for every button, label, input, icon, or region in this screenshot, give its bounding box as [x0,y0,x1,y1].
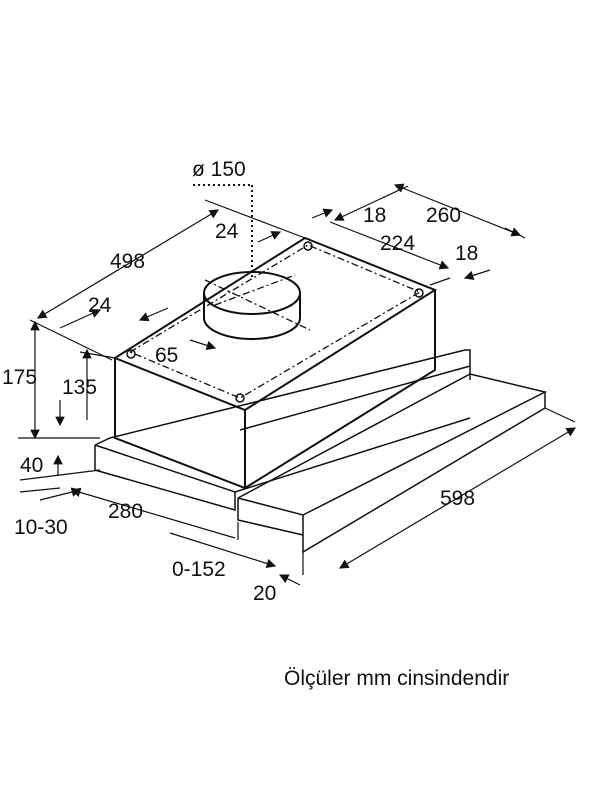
dim-hole-front: 65 [155,344,178,367]
dim-hole-width: 224 [380,232,415,255]
dim-top-offset: 18 [363,204,386,227]
dim-base-height: 40 [20,454,43,477]
dim-box-width: 260 [426,204,461,227]
dim-depth-base: 280 [108,500,143,523]
dim-duct-diameter: ø 150 [192,158,246,181]
hood-body [112,236,438,490]
dim-back-offset: 24 [215,220,239,243]
dim-height-box: 135 [62,376,97,399]
dim-slide-travel: 0-152 [172,558,226,581]
dimension-lines [18,183,577,586]
dim-front-lip: 20 [253,582,276,605]
dim-width: 598 [440,487,475,510]
dim-overall-depth: 498 [110,250,145,273]
units-caption: Ölçüler mm cinsindendir [284,667,510,690]
duct-collar [193,184,311,340]
dim-height-total: 175 [2,366,37,389]
dim-side-offset: 18 [455,242,478,265]
dim-front-offset: 24 [88,294,112,317]
dim-base-gap: 10-30 [14,516,68,539]
